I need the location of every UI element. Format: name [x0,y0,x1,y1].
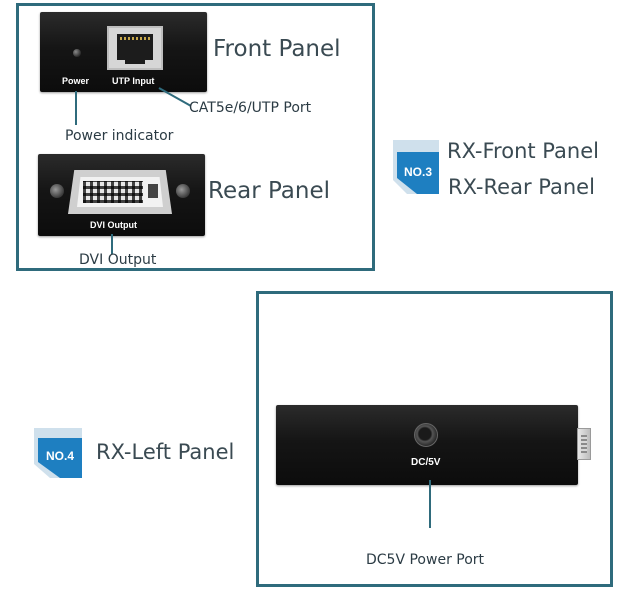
rx-front-panel-title: RX-Front Panel [447,139,599,163]
utp-port-callout: CAT5e/6/UTP Port [189,100,312,116]
no3-badge: NO.3 [393,140,439,194]
power-indicator-callout: Power indicator [65,128,174,144]
front-rear-panel-frame: Power UTP Input Front Panel Power indica… [16,3,375,271]
rj45-port-icon [107,26,163,70]
rear-panel-device: DVI Output [38,154,205,236]
dc-5v-label: DC/5V [411,457,441,468]
dvi-leader-line [111,234,113,254]
screw-icon [50,184,64,198]
dvi-output-callout: DVI Output [79,252,157,268]
front-panel-device: Power UTP Input [40,12,207,92]
left-panel-frame: DC/5V DC5V Power Port [256,291,613,587]
dc-leader-line [429,480,431,528]
front-panel-heading: Front Panel [213,36,341,62]
utp-leader-line [158,87,192,107]
no4-badge-text: NO.4 [45,449,74,463]
screw-icon [176,184,190,198]
rx-left-panel-title: RX-Left Panel [96,440,235,464]
rear-panel-heading: Rear Panel [208,178,331,204]
no4-badge: NO.4 [34,428,82,478]
power-led [73,49,81,57]
utp-input-label: UTP Input [112,76,155,86]
power-leader-line [75,91,77,125]
side-connector-icon [577,428,591,460]
dvi-port-icon [68,170,172,214]
dc-jack-icon [414,423,438,447]
no3-badge-text: NO.3 [403,165,432,179]
dc-power-port-callout: DC5V Power Port [366,552,485,568]
left-panel-device: DC/5V [276,405,578,485]
dvi-output-label: DVI Output [90,220,137,230]
power-label: Power [62,76,90,86]
rx-rear-panel-title: RX-Rear Panel [448,175,595,199]
